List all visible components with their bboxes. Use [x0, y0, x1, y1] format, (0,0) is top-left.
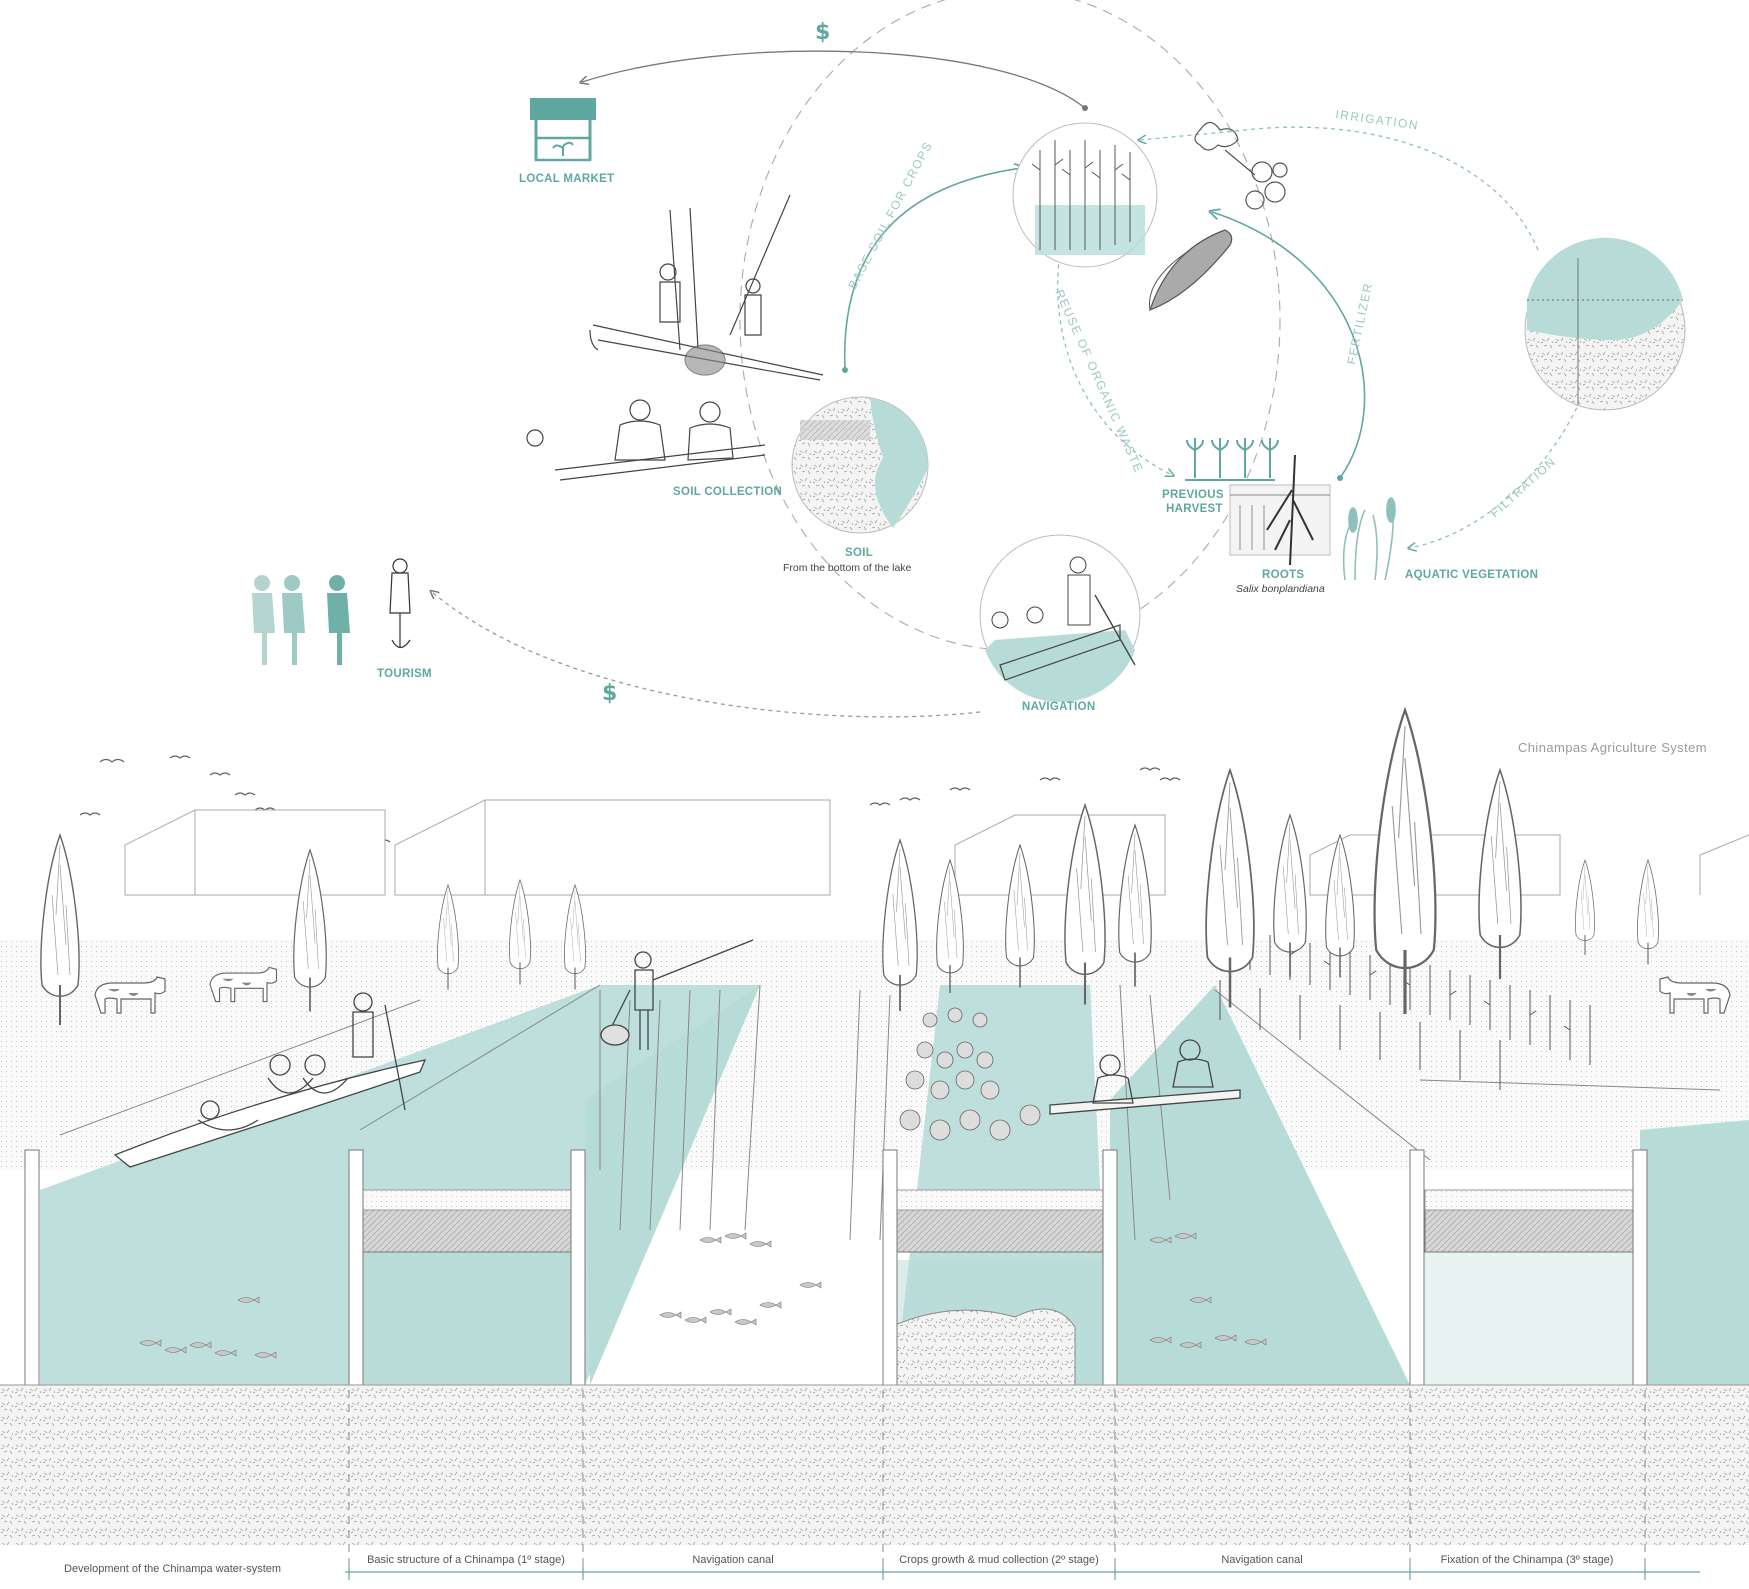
soil-vignette	[792, 397, 928, 533]
base-soil-label: BASE SOIL FOR CROPS	[845, 139, 935, 292]
stage-label: Navigation canal	[692, 1554, 773, 1566]
platform-2	[895, 1210, 1107, 1252]
previous-harvest-label-2: HARVEST	[1166, 503, 1223, 515]
tourism-label: TOURISM	[377, 668, 432, 680]
fertilizer-label: FERTILIZER	[1344, 281, 1375, 366]
filtration-vignette	[1525, 238, 1685, 410]
aquatic-vegetation-label: AQUATIC VEGETATION	[1405, 569, 1538, 581]
diagram-title: Chinampas Agriculture System	[1518, 740, 1707, 755]
dollar-top: $	[815, 20, 830, 45]
irrigation-arrow	[1140, 127, 1538, 250]
tourist-figure-icon	[252, 559, 410, 665]
platform-3	[1425, 1210, 1637, 1252]
platform-1	[360, 1210, 582, 1252]
market-arrow	[582, 51, 1085, 108]
tomato-icon	[1195, 123, 1287, 210]
stage-intro-label: Development of the Chinampa water-system	[64, 1563, 281, 1575]
corn-icon	[1150, 230, 1232, 310]
roots-sub-label: Salix bonplandiana	[1236, 583, 1325, 595]
market-stall-icon	[530, 98, 596, 160]
reuse-label: REUSE OF ORGANIC WASTE	[1052, 288, 1146, 476]
stage-label: Fixation of the Chinampa (3º stage)	[1441, 1554, 1614, 1566]
soil-sub-label: From the bottom of the lake	[783, 562, 912, 574]
dollar-bottom: $	[602, 681, 617, 706]
section-illustration	[0, 710, 1749, 1580]
cycle-diagram: $ LOCAL MARKET IRRIGATION BASE SOIL FOR …	[252, 0, 1685, 717]
soil-label: SOIL	[845, 547, 873, 559]
base-soil-arrow	[845, 168, 1022, 370]
reeds-icon	[1344, 498, 1395, 580]
workers-sketch	[527, 400, 765, 480]
tourism-arrow	[432, 592, 980, 717]
roots-label: ROOTS	[1262, 569, 1304, 581]
irrigation-label: IRRIGATION	[1335, 107, 1420, 133]
stage-label: Basic structure of a Chinampa (1º stage)	[367, 1554, 565, 1566]
lake-bed	[0, 1385, 1749, 1545]
navigation-vignette	[980, 535, 1140, 702]
local-market-label: LOCAL MARKET	[519, 173, 614, 185]
sprout-icon	[1185, 438, 1278, 480]
boatmen-sketch	[590, 195, 823, 380]
soil-collection-label: SOIL COLLECTION	[673, 486, 782, 498]
navigation-label: NAVIGATION	[1022, 701, 1096, 713]
stage-label: Crops growth & mud collection (2º stage)	[899, 1554, 1099, 1566]
crops-vignette	[1013, 123, 1157, 267]
stage-label: Navigation canal	[1221, 1554, 1302, 1566]
fertilizer-arrow	[1212, 212, 1365, 478]
previous-harvest-label-1: PREVIOUS	[1162, 489, 1224, 501]
filtration-label: FILTRATION	[1488, 454, 1559, 520]
